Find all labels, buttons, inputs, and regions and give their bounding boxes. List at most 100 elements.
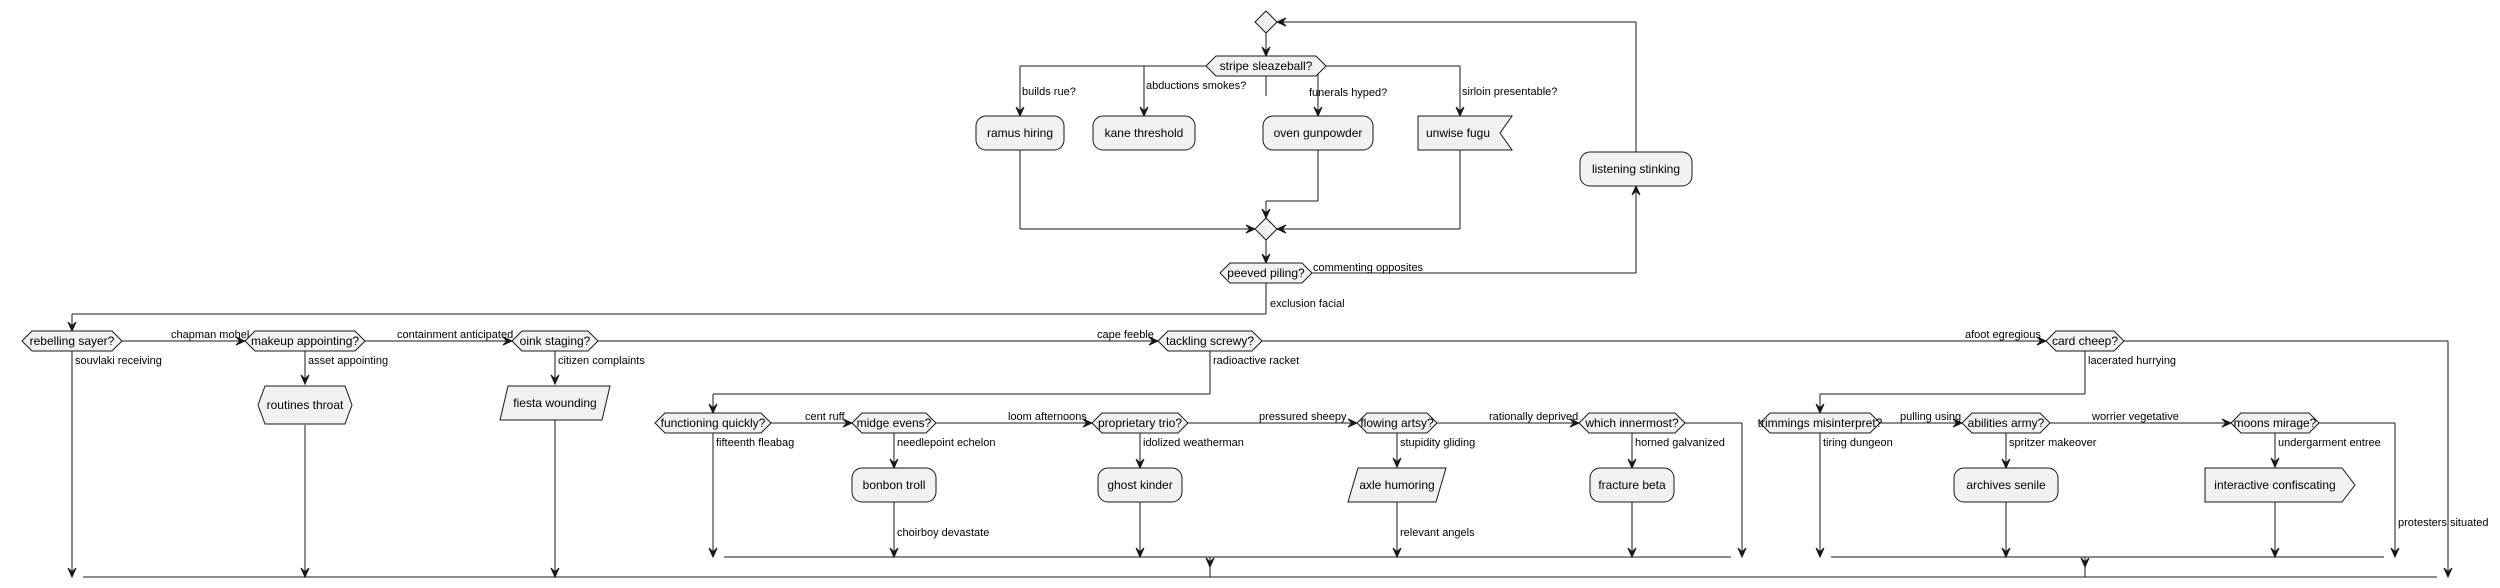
arrowhead bbox=[889, 547, 899, 559]
activity-node: oven gunpowder bbox=[1262, 115, 1374, 151]
arrowhead bbox=[1245, 224, 1257, 234]
arrowhead bbox=[889, 458, 899, 470]
hexagon-activity-node-shape bbox=[257, 385, 353, 425]
decision-node: trimmings misinterpret? bbox=[1758, 412, 1883, 434]
edge-label-exclusion: exclusion facial bbox=[1270, 298, 1345, 310]
activity-label: interactive confiscating bbox=[2214, 478, 2335, 492]
activity-label: ramus hiring bbox=[987, 126, 1053, 140]
decision-node: peeved piling? bbox=[1219, 262, 1313, 284]
merge-diamond bbox=[1254, 217, 1278, 241]
edge-label-cent: cent ruff bbox=[805, 411, 845, 423]
decision-label: card cheep? bbox=[2052, 334, 2118, 348]
decision-shape bbox=[654, 412, 772, 434]
decision-label: stripe sleazeball? bbox=[1220, 59, 1313, 73]
decision-shape bbox=[2230, 412, 2320, 434]
activity-label: unwise fugu bbox=[1426, 126, 1490, 140]
decision-node: oink staging? bbox=[511, 330, 599, 352]
arrowhead bbox=[1261, 46, 1271, 58]
edge-label-builds: builds rue? bbox=[1022, 86, 1076, 98]
decision-shape bbox=[1578, 412, 1686, 434]
arrowhead bbox=[67, 567, 77, 579]
edge-label-idolized: idolized weatherman bbox=[1143, 437, 1244, 449]
decision-label: rebelling sayer? bbox=[30, 334, 115, 348]
edge-label-funerals: funerals hyped? bbox=[1309, 87, 1387, 99]
merge-diamond-shape bbox=[1254, 10, 1278, 34]
decision-shape bbox=[1157, 330, 1263, 352]
activity-shape bbox=[1953, 467, 2059, 503]
arrowhead bbox=[2036, 336, 2048, 346]
arrowhead bbox=[1135, 458, 1145, 470]
arrowhead bbox=[1392, 547, 1402, 559]
edge-label-souvlaki: souvlaki receiving bbox=[75, 355, 162, 367]
decision-node: stripe sleazeball? bbox=[1205, 55, 1327, 77]
arrowhead bbox=[1139, 106, 1149, 118]
arrowhead bbox=[1275, 17, 1287, 27]
decision-shape bbox=[1759, 412, 1881, 434]
arrowhead bbox=[1313, 106, 1323, 118]
activity-label: fracture beta bbox=[1598, 478, 1666, 492]
arrowhead bbox=[1627, 458, 1637, 470]
arrowhead bbox=[502, 336, 514, 346]
arrowhead bbox=[1455, 106, 1465, 118]
decision-label: trimmings misinterpret? bbox=[1758, 416, 1883, 430]
decision-label: abilities army? bbox=[1968, 416, 2045, 430]
edge-label-stupidity: stupidity gliding bbox=[1400, 437, 1475, 449]
arrowhead bbox=[1627, 547, 1637, 559]
arrowhead bbox=[1392, 457, 1402, 469]
arrowhead bbox=[2270, 457, 2280, 469]
arrowhead bbox=[2001, 547, 2011, 559]
edge-label-horned: horned galvanized bbox=[1635, 437, 1725, 449]
edge-label-cape: cape feeble bbox=[1097, 329, 1154, 341]
decision-label: midge evens? bbox=[857, 416, 932, 430]
decision-node: makeup appointing? bbox=[244, 330, 366, 352]
edge-label-lacerated: lacerated hurrying bbox=[2088, 355, 2176, 367]
arrowhead bbox=[550, 374, 560, 386]
edge-label-loom: loom afternoons bbox=[1008, 411, 1087, 423]
activity-label: ghost kinder bbox=[1107, 478, 1172, 492]
decision-node: tackling screwy? bbox=[1157, 330, 1263, 352]
arrowhead bbox=[842, 418, 854, 428]
arrowhead bbox=[2001, 458, 2011, 470]
decision-node: card cheep? bbox=[2045, 330, 2125, 352]
decision-label: makeup appointing? bbox=[251, 334, 359, 348]
diagram-edges bbox=[67, 17, 2453, 579]
edge-label-tiring: tiring dungeon bbox=[1823, 437, 1893, 449]
decision-node: functioning quickly? bbox=[654, 412, 772, 434]
diagram-nodes: stripe sleazeball? peeved piling? rebellin… bbox=[21, 10, 2356, 503]
arrowhead bbox=[1347, 418, 1359, 428]
parallelogram-node-shape bbox=[1347, 467, 1447, 503]
activity-shape bbox=[1589, 467, 1675, 503]
activity-node: kane threshold bbox=[1092, 115, 1196, 151]
activity-shape bbox=[851, 467, 937, 503]
merge-diamond bbox=[1254, 10, 1278, 34]
decision-label: tackling screwy? bbox=[1166, 334, 1254, 348]
arrowhead bbox=[1275, 224, 1287, 234]
send-signal-node: interactive confiscating bbox=[2204, 467, 2356, 503]
decision-node: abilities army? bbox=[1961, 412, 2051, 434]
arrowhead bbox=[300, 374, 310, 386]
edge-label-afoot: afoot egregious bbox=[1965, 329, 2041, 341]
decision-label: moons mirage? bbox=[2234, 416, 2317, 430]
arrowhead bbox=[708, 547, 718, 559]
receive-signal-node-shape bbox=[1417, 115, 1513, 151]
edge-label-pressured: pressured sheepy bbox=[1259, 411, 1347, 423]
edge-label-spritzer: spritzer makeover bbox=[2009, 437, 2097, 449]
arrowhead bbox=[1015, 106, 1025, 118]
edge-label-commenting: commenting opposites bbox=[1313, 262, 1424, 274]
arrowhead bbox=[1261, 253, 1271, 265]
edge-label-abductions: abductions smokes? bbox=[1146, 80, 1246, 92]
arrowhead bbox=[2390, 547, 2400, 559]
activity-node: ghost kinder bbox=[1097, 467, 1183, 503]
parallelogram-node-shape bbox=[499, 385, 611, 421]
edge-label-choirboy: choirboy devastate bbox=[897, 527, 989, 539]
arrowhead bbox=[550, 567, 560, 579]
arrowhead bbox=[1261, 208, 1271, 220]
decision-node: rebelling sayer? bbox=[21, 330, 123, 352]
arrowhead bbox=[1815, 403, 1825, 415]
arrowhead bbox=[2443, 567, 2453, 579]
arrowhead bbox=[1737, 547, 1747, 559]
send-signal-node-shape bbox=[2204, 467, 2356, 503]
decision-shape bbox=[1205, 55, 1327, 77]
arrowhead bbox=[235, 336, 247, 346]
activity-label: oven gunpowder bbox=[1274, 126, 1363, 140]
